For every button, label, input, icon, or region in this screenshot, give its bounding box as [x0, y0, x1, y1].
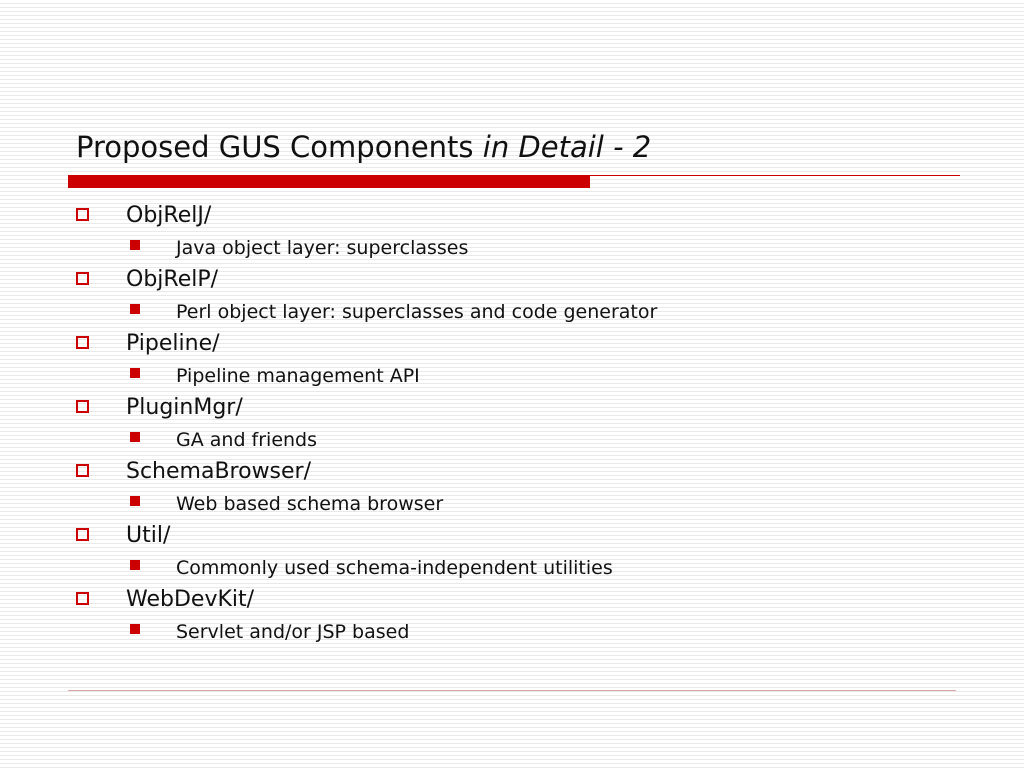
hollow-square-bullet-icon: [76, 272, 89, 285]
bullet-label: ObjRelP/: [126, 267, 219, 292]
sub-bullet-label: Servlet and/or JSP based: [176, 621, 410, 643]
bullet-label: ObjRelJ/: [126, 203, 212, 228]
bullet-label: WebDevKit/: [126, 587, 255, 612]
title-rule-thick: [68, 175, 590, 188]
filled-square-bullet-icon: [130, 432, 140, 442]
bullet-label: SchemaBrowser/: [126, 459, 312, 484]
filled-square-bullet-icon: [130, 304, 140, 314]
hollow-square-bullet-icon: [76, 208, 89, 221]
slide-title: Proposed GUS Components in Detail - 2: [76, 128, 651, 166]
sub-bullet-label: Java object layer: superclasses: [176, 237, 469, 259]
filled-square-bullet-icon: [130, 624, 140, 634]
bullet-label: Pipeline/: [126, 331, 220, 356]
hollow-square-bullet-icon: [76, 336, 89, 349]
bullet-label: PluginMgr/: [126, 395, 243, 420]
sub-bullet-label: GA and friends: [176, 429, 318, 451]
sub-bullet-label: Pipeline management API: [176, 365, 420, 387]
bullet-label: Util/: [126, 523, 171, 548]
sub-bullet-label: Commonly used schema-independent utiliti…: [176, 557, 613, 579]
filled-square-bullet-icon: [130, 240, 140, 250]
filled-square-bullet-icon: [130, 496, 140, 506]
hollow-square-bullet-icon: [76, 528, 89, 541]
footer-rule: [68, 690, 956, 691]
hollow-square-bullet-icon: [76, 400, 89, 413]
sub-bullet-label: Perl object layer: superclasses and code…: [176, 301, 658, 323]
title-rule-thin: [590, 175, 960, 176]
filled-square-bullet-icon: [130, 368, 140, 378]
title-main: Proposed GUS Components: [76, 130, 483, 164]
hollow-square-bullet-icon: [76, 464, 89, 477]
hollow-square-bullet-icon: [76, 592, 89, 605]
sub-bullet-label: Web based schema browser: [176, 493, 444, 515]
title-italic: in Detail - 2: [482, 130, 652, 164]
filled-square-bullet-icon: [130, 560, 140, 570]
